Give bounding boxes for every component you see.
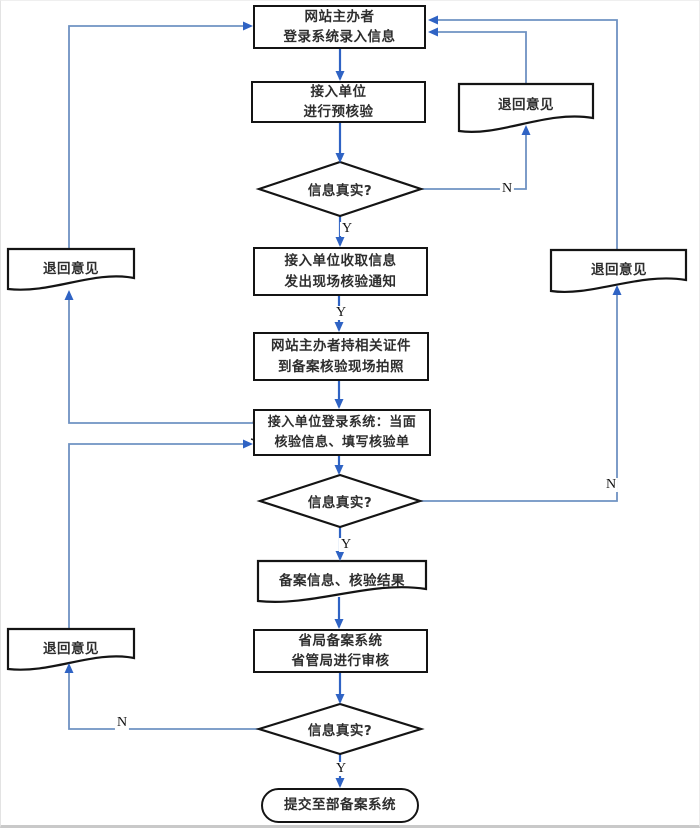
- node-access-precheck-line2: 进行预核验: [303, 104, 374, 120]
- node-access-precheck-line1: 接入单位: [310, 83, 367, 100]
- node-provincial-review-line1: 省局备案系统: [298, 632, 383, 649]
- arrowhead-down-icon: [335, 551, 345, 561]
- document-feedback-top-left-label: 退回意见: [43, 261, 99, 277]
- node-collect-notify: 接入单位收取信息 发出现场核验通知: [253, 247, 428, 296]
- node-collect-notify-line1: 接入单位收取信息: [284, 253, 397, 270]
- node-submit-final: 提交至部备案系统: [261, 788, 419, 823]
- node-decision-onsite-label: 信息真实?: [307, 495, 373, 511]
- arrowhead-down-icon: [335, 71, 345, 81]
- document-feedback-mid-right-label: 退回意见: [591, 262, 647, 278]
- arrowhead-right-icon: [243, 21, 253, 31]
- document-feedback-top-left: [6, 247, 136, 291]
- arrowhead-left-icon: [428, 27, 438, 37]
- node-provincial-review: 省局备案系统 省管局进行审核: [253, 629, 428, 673]
- edge-feedback-right-to-start: [431, 31, 527, 84]
- node-access-verify: 接入单位登录系统：当面 核验信息、填写核验单: [253, 409, 431, 456]
- document-feedback-bottom-left: [6, 627, 136, 671]
- node-collect-notify-line2: 发出现场核验通知: [284, 273, 397, 290]
- node-owner-onsite: 网站主办者持相关证件 到备案核验现场拍照: [253, 332, 429, 381]
- diamond-decision-precheck: [255, 160, 425, 218]
- arrowhead-up-icon: [64, 663, 74, 673]
- node-owner-onsite-line1: 网站主办者持相关证件: [271, 338, 411, 355]
- document-record-result: [256, 559, 428, 603]
- node-access-verify-line1: 接入单位登录系统：当面: [267, 415, 417, 430]
- edge-label-yes: Y: [333, 761, 349, 776]
- arrowhead-up-icon: [521, 125, 531, 135]
- edge-label-yes: Y: [339, 221, 355, 236]
- edge-feedback-bottomleft-to-verify: [68, 443, 251, 629]
- arrowhead-down-icon: [335, 153, 345, 163]
- arrowhead-up-icon: [64, 290, 74, 300]
- node-owner-onsite-line2: 到备案核验现场拍照: [278, 358, 404, 375]
- edge-feedback-left-to-start: [68, 25, 251, 249]
- arrowhead-down-icon: [334, 465, 344, 475]
- edge-decision3-no-to-feedback-bottomleft: [68, 667, 259, 730]
- edge-verify-to-feedback-left: [68, 294, 253, 424]
- arrowhead-right-icon: [243, 439, 253, 449]
- diamond-decision-onsite: [256, 473, 424, 529]
- node-owner-entry-line2: 登录系统录入信息: [283, 29, 396, 45]
- edge-feedback-midright-to-start: [431, 19, 618, 250]
- document-record-result-label: 备案信息、核验结果: [279, 573, 405, 589]
- arrowhead-down-icon: [334, 322, 344, 332]
- arrowhead-down-icon: [334, 399, 344, 409]
- edge-label-yes: Y: [338, 537, 354, 552]
- node-owner-entry-line1: 网站主办者: [304, 8, 375, 25]
- document-feedback-top-right: [457, 82, 595, 133]
- document-feedback-bottom-left-label: 退回意见: [43, 641, 99, 657]
- edge-decision1-no-to-feedback-right: [421, 128, 527, 190]
- document-feedback-top-right-label: 退回意见: [498, 97, 554, 113]
- arrowhead-down-icon: [335, 778, 345, 788]
- arrowhead-down-icon: [335, 237, 345, 247]
- node-owner-entry: 网站主办者 登录系统录入信息: [253, 5, 426, 49]
- arrowhead-down-icon: [334, 619, 344, 629]
- node-submit-final-label: 提交至部备案系统: [284, 797, 396, 814]
- node-decision-review-label: 信息真实?: [307, 723, 373, 739]
- edge-label-no: N: [603, 477, 619, 492]
- node-provincial-review-line2: 省管局进行审核: [291, 653, 390, 669]
- node-access-precheck: 接入单位 进行预核验: [251, 81, 426, 123]
- arrowhead-left-icon: [428, 15, 438, 25]
- edge-label-no: N: [114, 715, 130, 730]
- arrowhead-up-icon: [612, 285, 622, 295]
- arrowhead-down-icon: [335, 694, 345, 704]
- document-feedback-mid-right: [549, 248, 688, 293]
- node-access-verify-line2: 核验信息、填写核验单: [274, 434, 410, 450]
- edge-label-yes: Y: [333, 305, 349, 320]
- edge-label-no: N: [499, 181, 515, 196]
- edge-decision2-no-to-feedback-midright: [421, 289, 618, 502]
- diamond-decision-review: [255, 702, 425, 756]
- node-decision-precheck-label: 信息真实?: [307, 183, 373, 199]
